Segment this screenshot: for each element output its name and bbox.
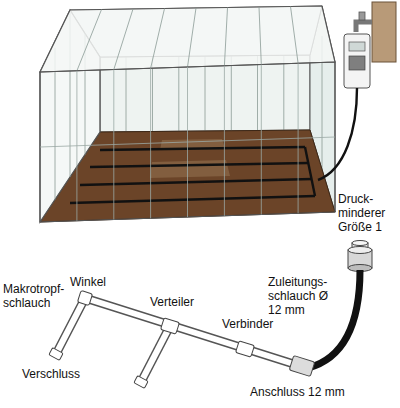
roof-mullions [77,7,298,71]
timer-display [349,42,365,51]
greenhouse-front-wall [40,62,335,222]
part-label: Verteiler [150,296,230,310]
part-label: Zuleitungs- schlauch Ø 12 mm [268,276,344,317]
floor-patches [150,139,230,178]
drip-tubes [55,298,300,384]
front-wall-mullions [40,63,335,221]
water-timer [344,34,370,88]
part-label: Winkel [70,276,130,290]
feed-hose [318,88,357,180]
water-tap [356,22,372,32]
part-label: Anschluss 12 mm [250,386,390,400]
greenhouse-roof-front [40,6,335,72]
part-label: Makrotropf- schlauch [3,283,75,311]
pressure-reducer [348,241,372,272]
drip-lines [70,147,315,203]
part-label: Druck- minderer Größe 1 [338,193,396,234]
house-wall [372,2,396,62]
tap-handle [359,12,365,20]
part-label: Verbinder [222,318,302,332]
part-label: Verschluss [22,368,102,382]
timer-dial [349,56,365,70]
